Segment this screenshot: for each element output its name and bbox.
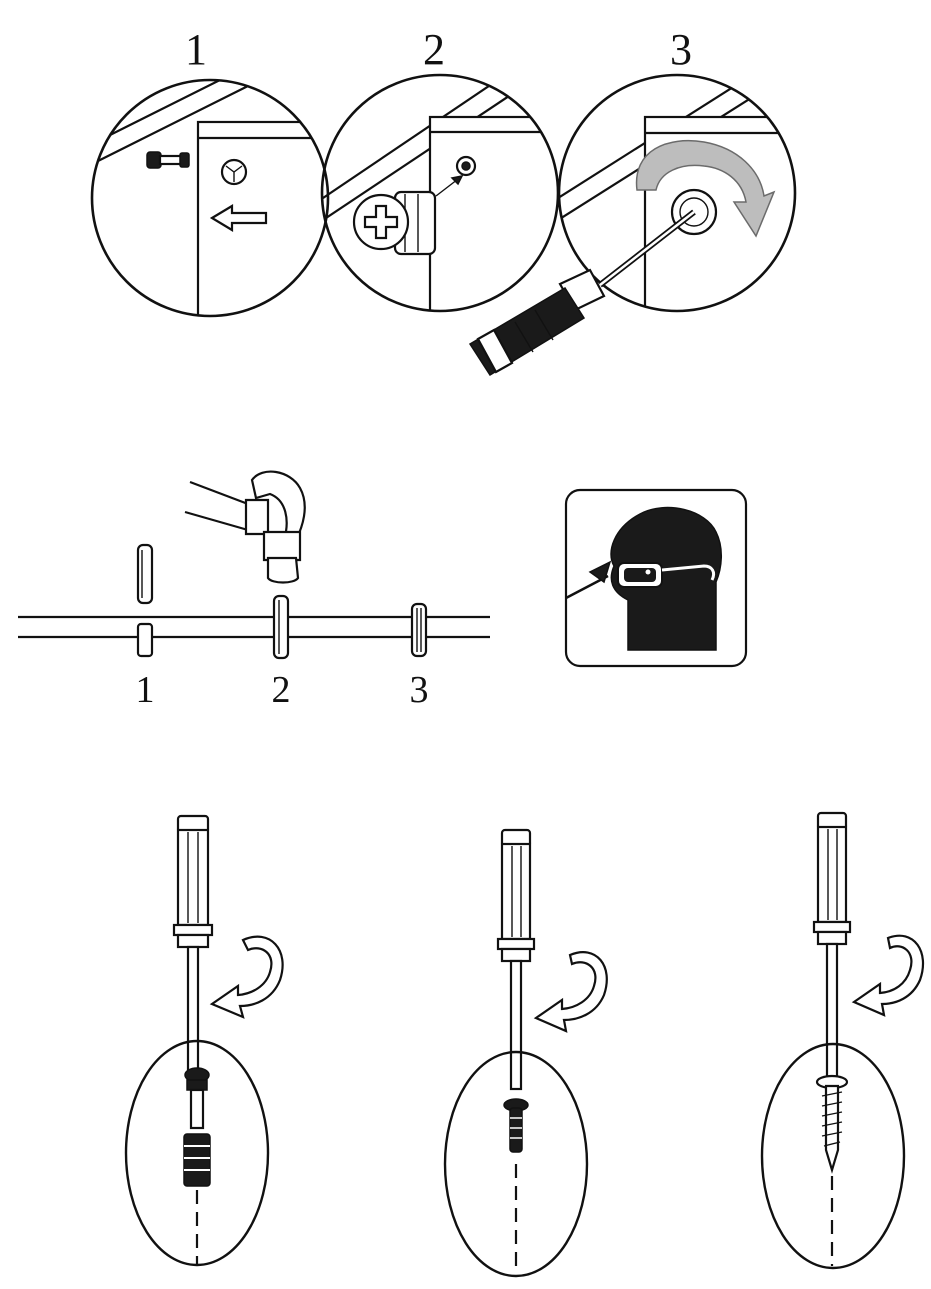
dowel-step-label-2: 2	[272, 669, 291, 711]
dowel-step-label-3: 3	[410, 669, 429, 711]
rotation-arrow-icon	[851, 934, 925, 1017]
screw-icon	[183, 1067, 211, 1187]
screwdriver-icon	[812, 811, 852, 1080]
wooden-dowel-icon	[136, 543, 154, 658]
screw-icon	[815, 1074, 849, 1174]
dowel-steps: 1 2 3	[18, 470, 490, 711]
wooden-dowel-icon	[272, 594, 290, 660]
dowel-step-label-1: 1	[136, 669, 155, 711]
step-label-1: 1	[185, 25, 207, 74]
detail-circle-1	[90, 78, 330, 318]
hammer-icon	[184, 470, 306, 584]
step-label-2: 2	[423, 25, 445, 74]
cam-bolt-icon	[146, 151, 190, 169]
cam-hole-icon	[220, 158, 248, 186]
cam-lock-icon	[352, 190, 437, 256]
safety-glasses-icon	[564, 488, 748, 668]
screwdriver-icon	[496, 828, 536, 1091]
cam-lock-steps: 1 2 3	[90, 25, 797, 377]
rotation-arrow-icon	[635, 139, 776, 238]
detail-circle-2	[320, 73, 560, 313]
screw-steps	[124, 811, 925, 1278]
wooden-dowel-icon	[410, 602, 428, 658]
rotation-arrow-icon	[209, 935, 284, 1019]
rotation-arrow-icon	[533, 951, 608, 1033]
insert-arrow-icon	[209, 204, 268, 232]
step-label-3: 3	[670, 25, 692, 74]
screwdriver-icon	[172, 814, 214, 1074]
screwdriver-icon	[468, 209, 696, 377]
screw-icon	[503, 1098, 529, 1153]
